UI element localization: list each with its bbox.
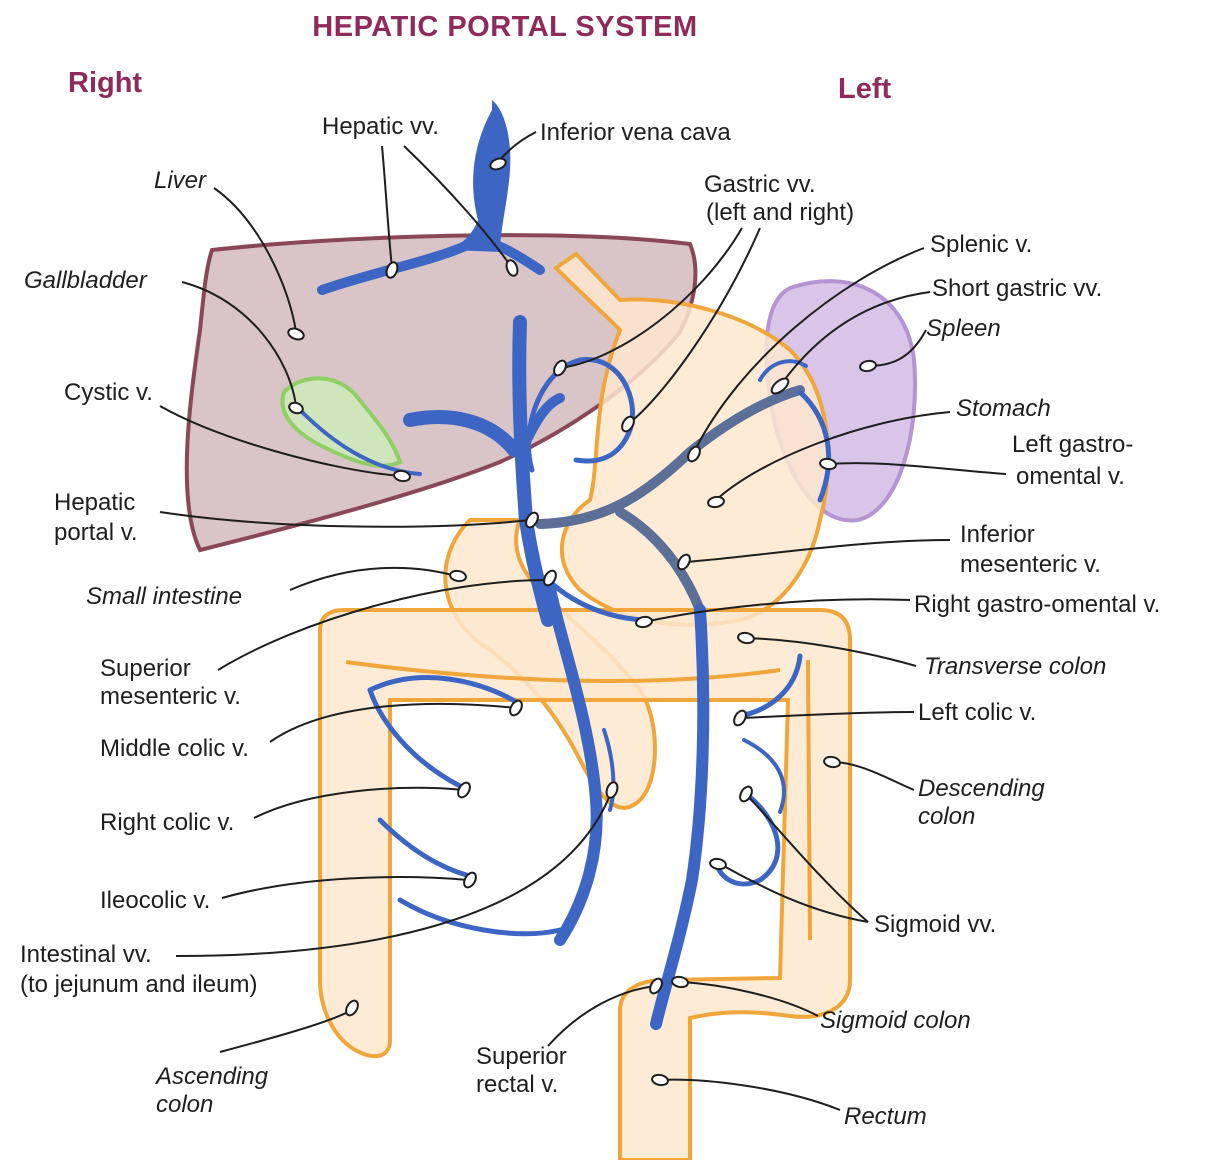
label-inferior-vena-cava: Inferior vena cava xyxy=(540,119,731,146)
label-rectum: Rectum xyxy=(844,1103,927,1130)
label-spleen: Spleen xyxy=(926,315,1001,342)
label-descending-colon-line1: Descending xyxy=(918,775,1045,802)
label-gastric-vv-line2: (left and right) xyxy=(706,199,854,226)
label-gastric-vv-line1: Gastric vv. xyxy=(704,171,816,198)
label-intestinal-vv-line2: (to jejunum and ileum) xyxy=(20,971,257,998)
label-intestinal-vv-line1: Intestinal vv. xyxy=(20,941,152,968)
label-left-gastro-omental-line1: Left gastro- xyxy=(1012,431,1133,458)
label-hepatic-portal-line1: Hepatic xyxy=(54,489,135,516)
label-left-colic-v: Left colic v. xyxy=(918,699,1036,726)
label-middle-colic-v: Middle colic v. xyxy=(100,735,249,762)
label-splenic-v: Splenic v. xyxy=(930,231,1032,258)
label-small-intestine: Small intestine xyxy=(86,583,242,610)
label-sigmoid-colon: Sigmoid colon xyxy=(820,1007,971,1034)
side-label-left: Left xyxy=(838,73,892,105)
label-ileocolic-v: Ileocolic v. xyxy=(100,887,210,914)
label-short-gastric-vv: Short gastric vv. xyxy=(932,275,1102,302)
label-superior-rectal-line1: Superior xyxy=(476,1043,567,1070)
label-inferior-mesenteric-line2: mesenteric v. xyxy=(960,551,1101,578)
label-cystic-v: Cystic v. xyxy=(64,379,153,406)
sigmoid-vv-vessel xyxy=(716,794,778,884)
side-label-right: Right xyxy=(68,67,142,99)
sigmoid-branch-vessel xyxy=(744,740,784,812)
label-descending-colon-line2: colon xyxy=(918,803,975,830)
label-left-gastro-omental-line2: omental v. xyxy=(1016,463,1125,490)
label-stomach: Stomach xyxy=(956,395,1051,422)
label-ascending-colon-line2: colon xyxy=(156,1091,213,1118)
label-transverse-colon: Transverse colon xyxy=(924,653,1106,680)
label-hepatic-vv: Hepatic vv. xyxy=(322,113,439,140)
label-hepatic-portal-line2: portal v. xyxy=(54,519,138,546)
ileocolic-vessel xyxy=(380,820,470,876)
label-inferior-mesenteric-line1: Inferior xyxy=(960,521,1035,548)
label-sigmoid-vv: Sigmoid vv. xyxy=(874,911,996,938)
label-gallbladder: Gallbladder xyxy=(24,267,148,294)
label-superior-mesenteric-line1: Superior xyxy=(100,655,191,682)
label-ascending-colon-line1: Ascending xyxy=(154,1063,269,1090)
label-superior-mesenteric-line2: mesenteric v. xyxy=(100,683,241,710)
label-superior-rectal-line2: rectal v. xyxy=(476,1071,558,1098)
descending-colon-inner-line xyxy=(808,660,810,940)
label-right-gastro-omental-v: Right gastro-omental v. xyxy=(914,591,1160,618)
diagram-title: HEPATIC PORTAL SYSTEM xyxy=(312,11,697,43)
label-liver: Liver xyxy=(154,167,207,194)
label-right-colic-v: Right colic v. xyxy=(100,809,234,836)
